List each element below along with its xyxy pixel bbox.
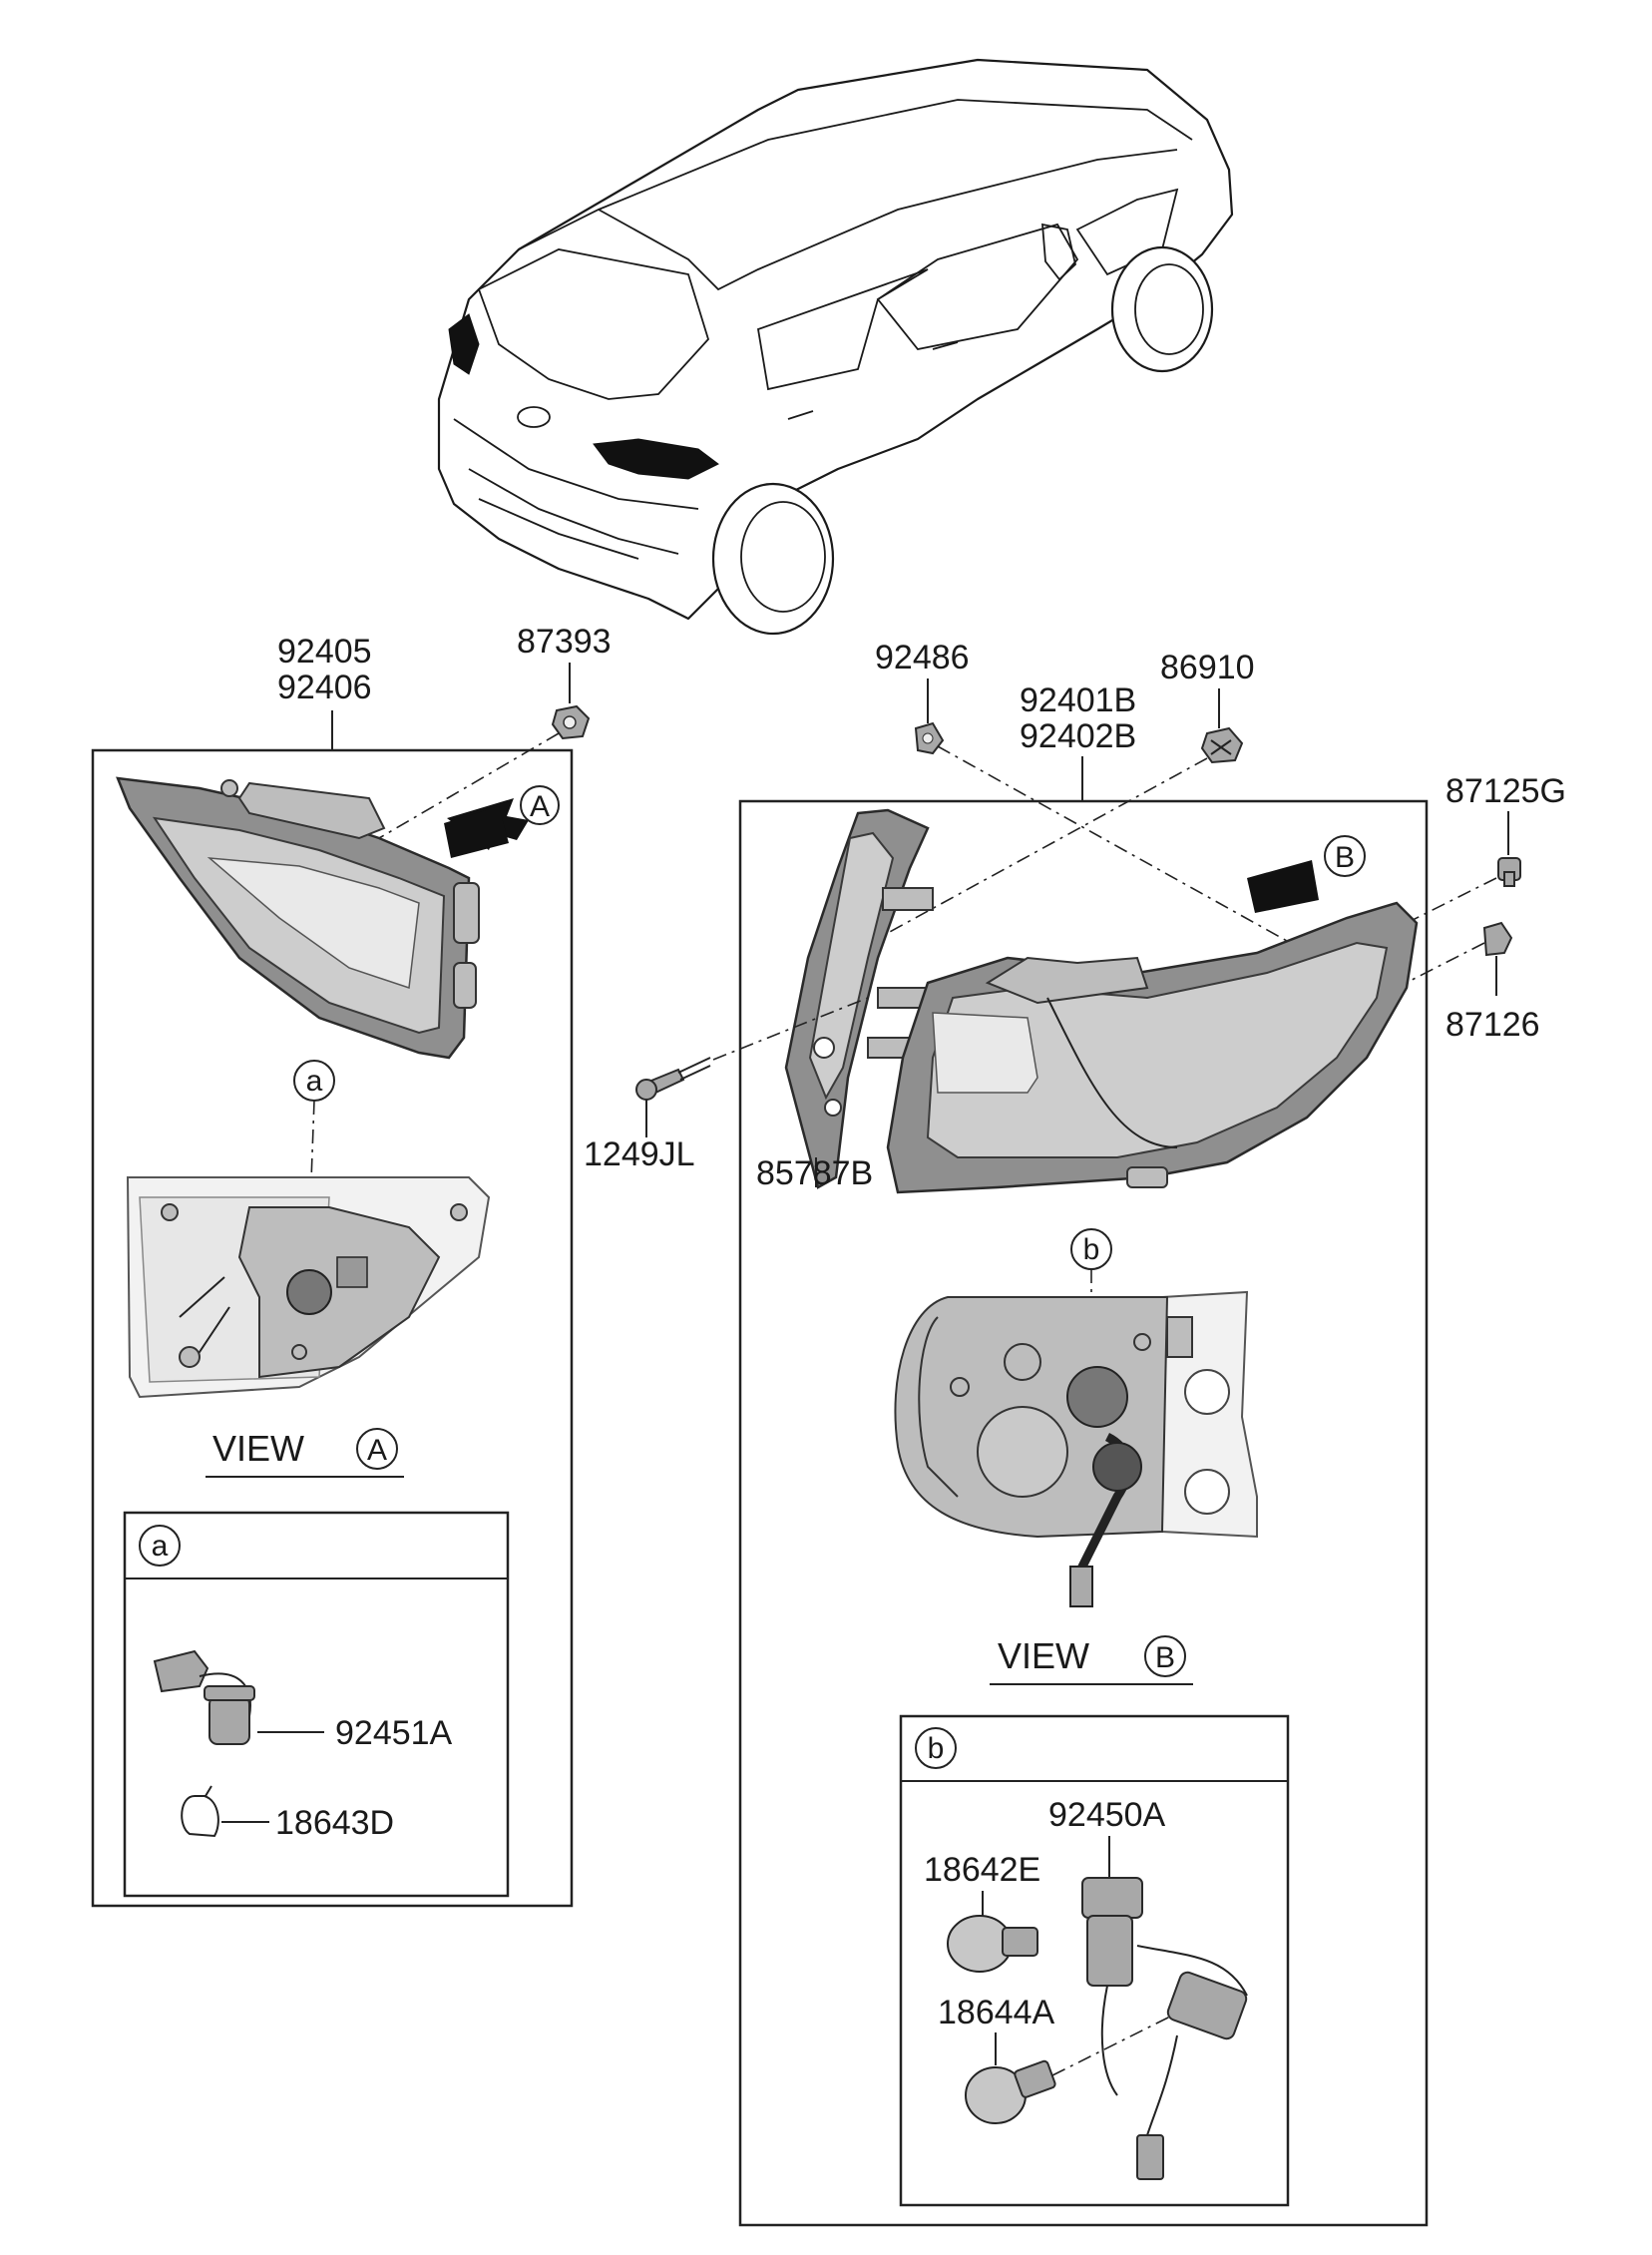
view-b-label-marker: B: [1155, 1641, 1175, 1674]
part-number-1249JL[interactable]: 1249JL: [584, 1135, 695, 1173]
part-number-92450A[interactable]: 92450A: [1048, 1796, 1166, 1834]
outer-tail-lamp-illustration: [886, 901, 1419, 1194]
socket-92451A-icon: [153, 1649, 255, 1745]
detail-b-marker: b: [928, 1732, 945, 1765]
callout-b-marker[interactable]: b: [1083, 1233, 1100, 1266]
part-number-87125G[interactable]: 87125G: [1446, 772, 1566, 810]
view-b-illustration: [894, 1290, 1258, 1607]
part-number-92486[interactable]: 92486: [875, 639, 970, 676]
nut-87393-icon: [551, 704, 591, 740]
socket-harness-92450A-icon: [1081, 1877, 1248, 2180]
part-number-92405[interactable]: 92405: [277, 633, 372, 671]
part-number-92451A[interactable]: 92451A: [335, 1714, 453, 1752]
part-number-18643D[interactable]: 18643D: [275, 1804, 394, 1842]
part-number-86910[interactable]: 86910: [1160, 649, 1255, 686]
part-number-87393[interactable]: 87393: [517, 623, 612, 661]
screw-1249JL-icon: [635, 1057, 711, 1101]
bulb-18643D-icon: [181, 1785, 219, 1838]
part-number-18642E[interactable]: 18642E: [924, 1851, 1040, 1889]
bulb-18644A-icon: [965, 2059, 1056, 2124]
view-a-arrow-icon: [444, 798, 529, 858]
view-b-label: VIEW: [998, 1635, 1089, 1676]
view-a-label-marker: A: [367, 1434, 387, 1467]
detail-a-box: [123, 1511, 510, 1898]
inner-tail-lamp-illustration: [116, 776, 480, 1060]
screw-92486-icon: [914, 721, 945, 755]
bulb-18642E-icon: [947, 1915, 1038, 1973]
clip-86910-icon: [1200, 726, 1244, 764]
part-number-85787B[interactable]: 85787B: [756, 1154, 873, 1192]
callout-a-marker[interactable]: a: [306, 1065, 323, 1098]
screw-87125G-icon: [1497, 857, 1521, 887]
detail-b-box: [899, 1714, 1290, 2207]
part-number-92402B[interactable]: 92402B: [1020, 717, 1136, 755]
part-number-92401B[interactable]: 92401B: [1020, 681, 1136, 719]
view-a-marker[interactable]: A: [530, 790, 550, 823]
part-number-92406[interactable]: 92406: [277, 669, 372, 706]
bracket-85787B-illustration: [784, 808, 934, 1189]
vehicle-illustration: [437, 58, 1234, 636]
view-b-arrow-icon: [1247, 860, 1319, 913]
view-a-label: VIEW: [212, 1428, 304, 1469]
part-number-87126[interactable]: 87126: [1446, 1006, 1540, 1044]
nut-87126-icon: [1482, 921, 1513, 957]
view-b-marker[interactable]: B: [1335, 841, 1355, 874]
part-number-18644A[interactable]: 18644A: [938, 1994, 1055, 2031]
detail-a-marker: a: [152, 1530, 169, 1563]
view-a-illustration: [126, 1176, 491, 1399]
